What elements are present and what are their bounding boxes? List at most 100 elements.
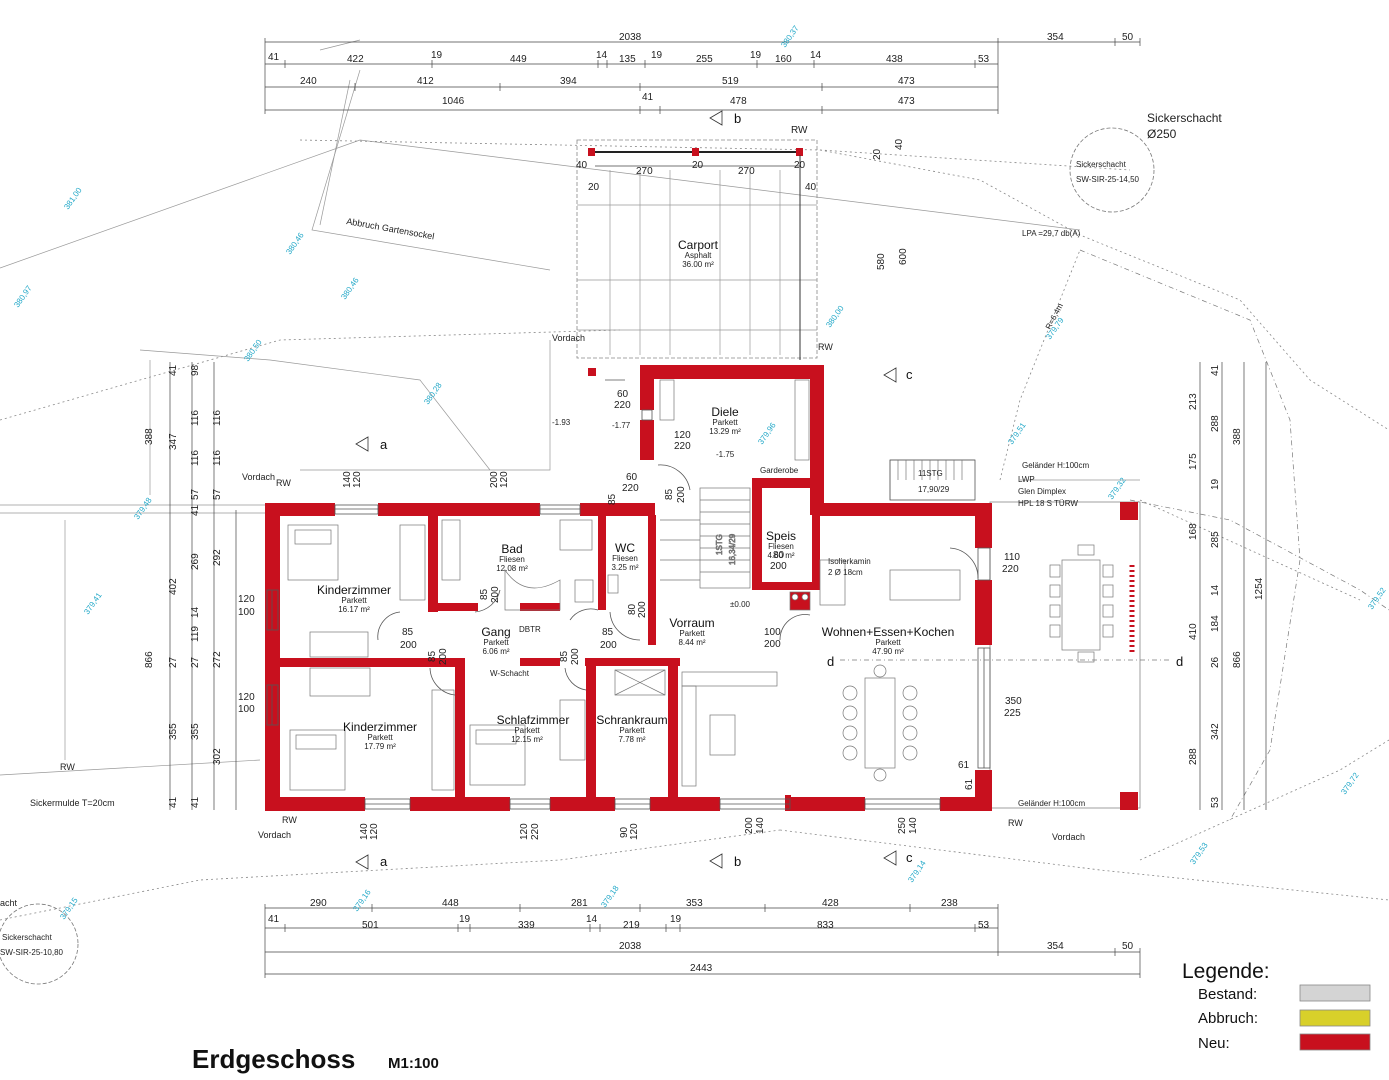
svg-text:LPA =29,7 db(A): LPA =29,7 db(A) xyxy=(1022,229,1081,238)
svg-text:Kinderzimmer: Kinderzimmer xyxy=(317,583,391,597)
svg-text:200: 200 xyxy=(676,486,687,503)
svg-text:Ø250: Ø250 xyxy=(1147,127,1177,141)
svg-text:6.06 m²: 6.06 m² xyxy=(482,647,509,656)
svg-text:448: 448 xyxy=(442,898,459,909)
svg-text:53: 53 xyxy=(1210,796,1221,808)
svg-text:14: 14 xyxy=(190,606,201,618)
svg-text:866: 866 xyxy=(1232,651,1243,668)
svg-text:200: 200 xyxy=(570,648,581,665)
svg-text:Speis: Speis xyxy=(766,529,796,543)
svg-text:53: 53 xyxy=(978,54,990,65)
svg-text:200: 200 xyxy=(438,648,449,665)
svg-text:Schlafzimmer: Schlafzimmer xyxy=(497,713,570,727)
svg-text:c: c xyxy=(906,367,913,382)
svg-text:438: 438 xyxy=(886,54,903,65)
svg-text:16.17 m²: 16.17 m² xyxy=(338,605,370,614)
svg-text:14: 14 xyxy=(1210,584,1221,596)
svg-text:380,46: 380,46 xyxy=(284,230,306,256)
room-schlafzimmer: Schlafzimmer Parkett 12.15 m² xyxy=(497,713,570,744)
svg-text:116: 116 xyxy=(212,450,223,466)
svg-text:57: 57 xyxy=(212,488,223,500)
room-bad: Bad Fliesen 12.08 m² xyxy=(496,542,528,573)
svg-text:85: 85 xyxy=(427,650,438,662)
svg-text:41: 41 xyxy=(642,92,654,103)
svg-text:Kinderzimmer: Kinderzimmer xyxy=(343,720,417,734)
svg-text:20: 20 xyxy=(872,148,883,160)
svg-text:355: 355 xyxy=(168,723,179,740)
misc-labels: Garderobe Isolierkamin 2 Ø 18cm ±0.00 DB… xyxy=(30,216,1085,842)
svg-text:135: 135 xyxy=(619,54,636,65)
svg-text:50: 50 xyxy=(1122,32,1134,43)
legend-label-bestand: Bestand: xyxy=(1198,986,1257,1003)
svg-text:120: 120 xyxy=(238,594,255,605)
svg-text:290: 290 xyxy=(310,898,327,909)
svg-text:380,46: 380,46 xyxy=(339,275,361,301)
svg-text:379,53: 379,53 xyxy=(1188,840,1210,866)
svg-text:200: 200 xyxy=(490,586,501,603)
drawing-title: Erdgeschoss M1:100 xyxy=(192,1044,439,1074)
svg-text:7.78 m²: 7.78 m² xyxy=(618,735,645,744)
svg-text:100: 100 xyxy=(764,627,781,638)
svg-text:220: 220 xyxy=(674,441,691,452)
svg-text:379,15: 379,15 xyxy=(58,895,80,921)
svg-text:98: 98 xyxy=(190,364,201,376)
svg-text:428: 428 xyxy=(822,898,839,909)
svg-text:27: 27 xyxy=(190,656,201,668)
svg-text:27: 27 xyxy=(168,656,179,668)
svg-text:57: 57 xyxy=(190,488,201,500)
svg-text:410: 410 xyxy=(1188,623,1199,640)
svg-text:SW-SIR-25-14,50: SW-SIR-25-14,50 xyxy=(1076,175,1140,184)
svg-text:220: 220 xyxy=(1002,564,1019,575)
room-vorraum: Vorraum Parkett 8.44 m² xyxy=(669,616,714,647)
svg-text:RW: RW xyxy=(60,762,75,772)
legend: Legende: Bestand: Abbruch: Neu: xyxy=(1182,960,1371,1052)
svg-text:302: 302 xyxy=(212,748,223,765)
legend-label-neu: Neu: xyxy=(1198,1035,1230,1052)
svg-text:13.29 m²: 13.29 m² xyxy=(709,427,741,436)
legend-heading: Legende: xyxy=(1182,960,1270,983)
svg-text:200: 200 xyxy=(637,601,648,618)
section-a: a a xyxy=(355,436,388,870)
svg-text:140: 140 xyxy=(908,817,919,834)
svg-text:SW-SIR-25-10,80: SW-SIR-25-10,80 xyxy=(0,948,64,957)
svg-text:90: 90 xyxy=(619,826,630,838)
svg-text:379,41: 379,41 xyxy=(82,590,104,616)
dims-right: 213 175 168 410 288 41 288 19 285 14 184… xyxy=(1188,362,1267,810)
svg-text:600: 600 xyxy=(898,248,909,265)
windows xyxy=(266,409,991,810)
section-b: b b xyxy=(709,110,741,869)
svg-text:238: 238 xyxy=(941,898,958,909)
svg-text:DBTR: DBTR xyxy=(519,625,541,634)
svg-text:116: 116 xyxy=(190,410,201,426)
svg-text:Parkett: Parkett xyxy=(619,726,645,735)
scale-text: M1:100 xyxy=(388,1055,439,1072)
svg-text:200: 200 xyxy=(744,817,755,834)
svg-text:41: 41 xyxy=(268,52,280,63)
svg-text:866: 866 xyxy=(144,651,155,668)
svg-text:-1.93: -1.93 xyxy=(552,418,571,427)
svg-text:120: 120 xyxy=(674,430,691,441)
svg-text:85: 85 xyxy=(664,488,675,500)
svg-text:140: 140 xyxy=(359,823,370,840)
svg-text:160: 160 xyxy=(775,54,792,65)
svg-text:36.00 m²: 36.00 m² xyxy=(682,260,714,269)
svg-text:225: 225 xyxy=(1004,708,1021,719)
svg-text:272: 272 xyxy=(212,651,223,668)
svg-text:Vordach: Vordach xyxy=(552,333,585,343)
svg-text:Fliesen: Fliesen xyxy=(499,555,525,564)
room-kinderzimmer-1: Kinderzimmer Parkett 16.17 m² xyxy=(317,583,391,614)
svg-text:-1.77: -1.77 xyxy=(612,421,631,430)
svg-text:Vordach: Vordach xyxy=(1052,832,1085,842)
svg-text:19: 19 xyxy=(431,50,443,61)
svg-text:Gang: Gang xyxy=(481,625,510,639)
svg-text:347: 347 xyxy=(168,433,179,450)
svg-text:Parkett: Parkett xyxy=(875,638,901,647)
dims-top: 41 422 19 449 14 135 19 255 19 160 14 43… xyxy=(264,32,1141,114)
svg-text:LWP: LWP xyxy=(1018,475,1035,484)
svg-text:85: 85 xyxy=(479,588,490,600)
svg-text:41: 41 xyxy=(1210,364,1221,376)
svg-text:Asphalt: Asphalt xyxy=(685,251,712,260)
svg-text:WC: WC xyxy=(615,541,635,555)
svg-text:1254: 1254 xyxy=(1254,577,1265,600)
